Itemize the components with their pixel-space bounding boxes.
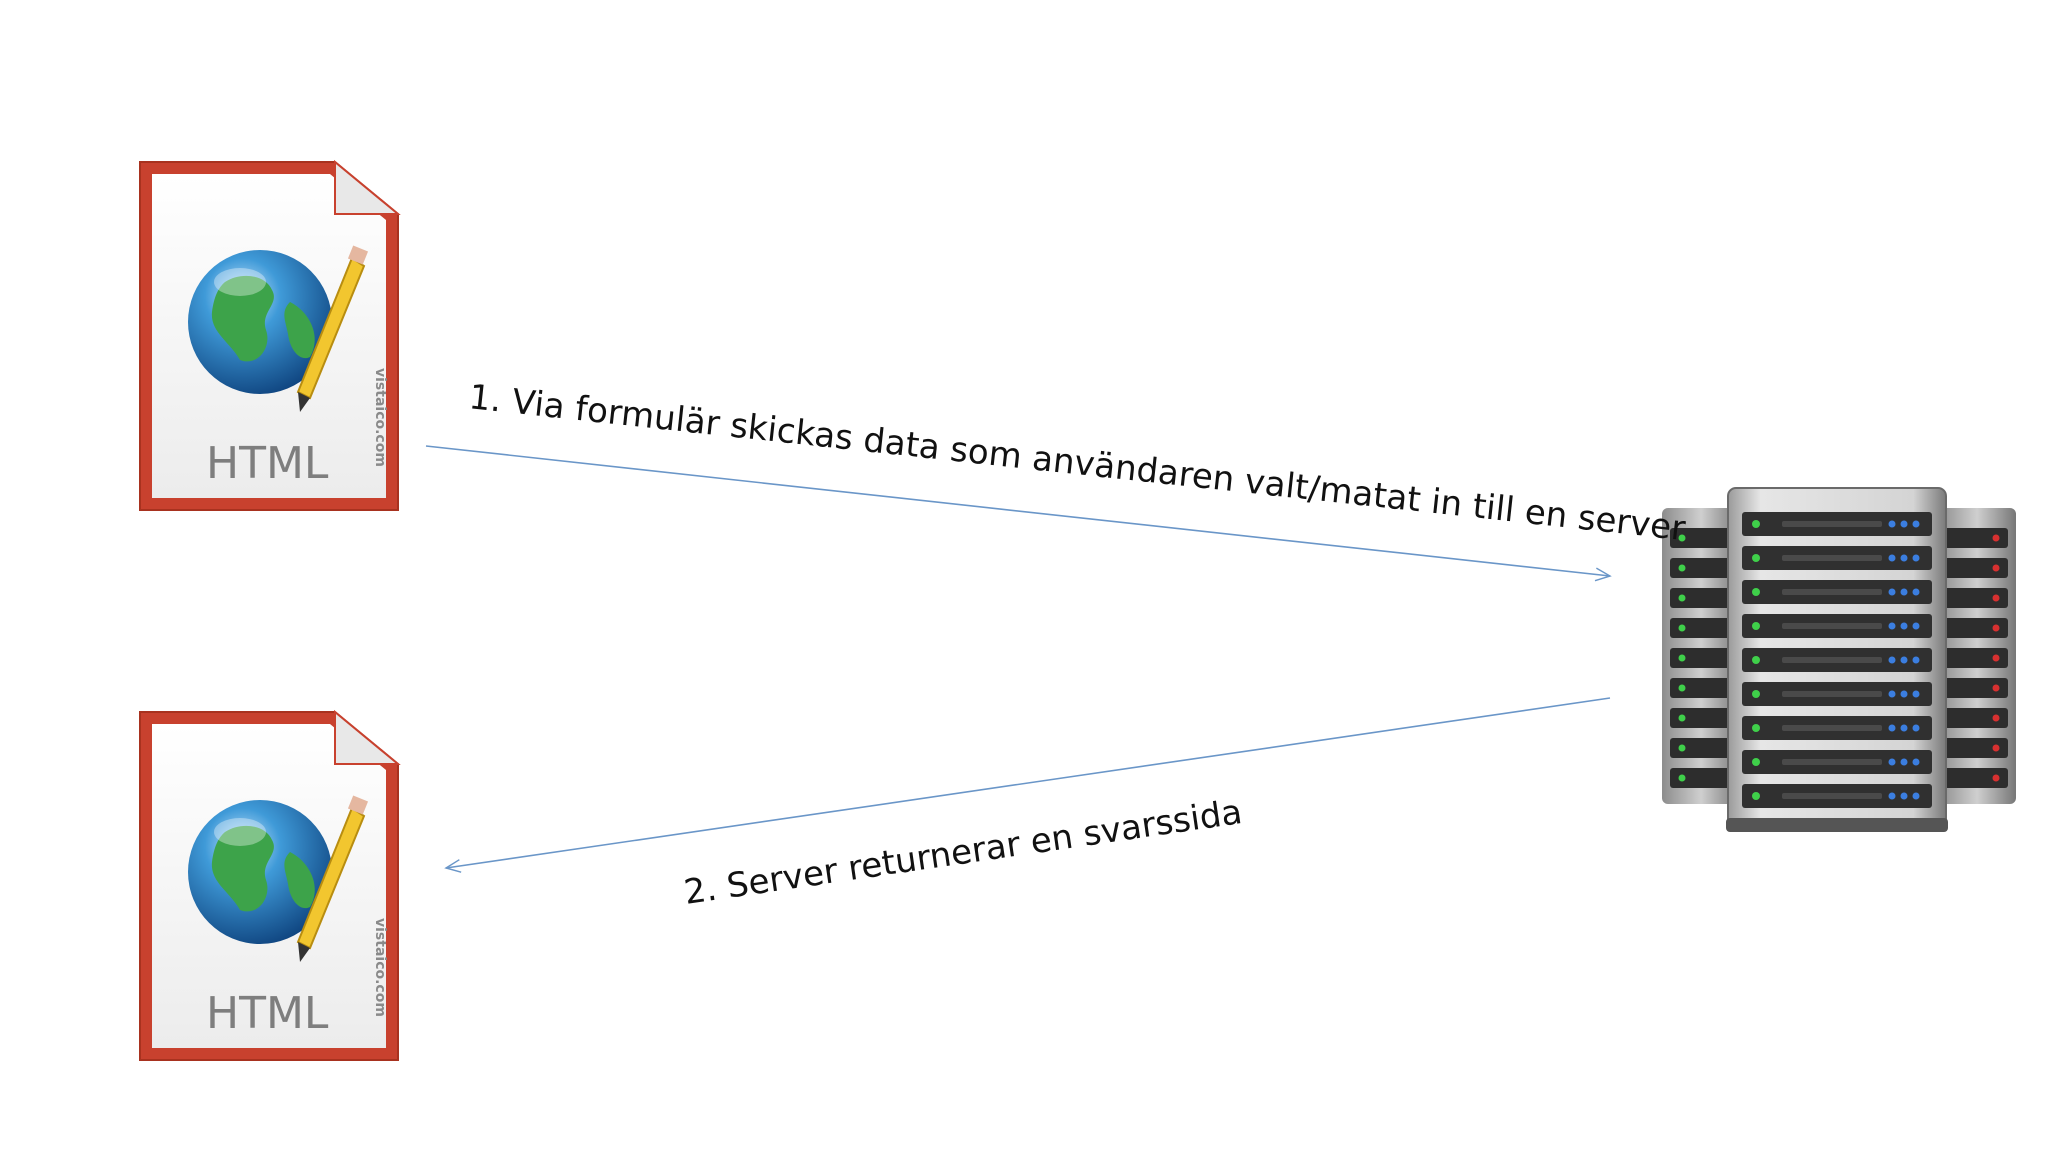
status-led bbox=[1992, 564, 2000, 572]
html-document-icon: HTML vistaico.com bbox=[139, 709, 401, 1061]
step-1-label: 1. Via formulär skickas data som använda… bbox=[467, 377, 1687, 549]
globe-icon bbox=[188, 800, 332, 944]
status-led bbox=[1752, 690, 1760, 698]
status-led bbox=[1678, 684, 1686, 692]
status-led bbox=[1678, 774, 1686, 782]
drive-bay bbox=[1782, 623, 1882, 629]
status-led bbox=[1900, 724, 1908, 732]
server-slot bbox=[1944, 528, 2008, 548]
server-slot bbox=[1944, 738, 2008, 758]
status-led bbox=[1992, 624, 2000, 632]
server-slot bbox=[1944, 618, 2008, 638]
status-led bbox=[1888, 622, 1896, 630]
status-led bbox=[1888, 758, 1896, 766]
status-led bbox=[1992, 534, 2000, 542]
status-led bbox=[1900, 622, 1908, 630]
server-slot bbox=[1670, 648, 1732, 668]
status-led bbox=[1888, 554, 1896, 562]
status-led bbox=[1888, 792, 1896, 800]
watermark-text: vistaico.com bbox=[372, 368, 388, 467]
status-led bbox=[1912, 758, 1920, 766]
status-led bbox=[1752, 656, 1760, 664]
step-2-label: 2. Server returnerar en svarssida bbox=[682, 792, 1245, 913]
pencil-icon bbox=[296, 795, 369, 962]
drive-bay bbox=[1782, 725, 1882, 731]
status-led bbox=[1912, 724, 1920, 732]
server-slot bbox=[1670, 678, 1732, 698]
status-led bbox=[1678, 534, 1686, 542]
server-slot bbox=[1670, 528, 1732, 548]
drive-bay bbox=[1782, 793, 1882, 799]
server-slot bbox=[1944, 648, 2008, 668]
status-led bbox=[1992, 714, 2000, 722]
status-led bbox=[1900, 690, 1908, 698]
request-arrow bbox=[425, 445, 1612, 582]
status-led bbox=[1678, 594, 1686, 602]
status-led bbox=[1912, 656, 1920, 664]
status-led bbox=[1992, 744, 2000, 752]
status-led bbox=[1678, 714, 1686, 722]
globe-icon bbox=[188, 250, 332, 394]
server-slot bbox=[1670, 738, 1732, 758]
drive-bay bbox=[1782, 691, 1882, 697]
status-led bbox=[1752, 554, 1760, 562]
status-led bbox=[1912, 622, 1920, 630]
server-front-slots bbox=[1742, 512, 1932, 808]
status-led bbox=[1912, 690, 1920, 698]
status-led bbox=[1678, 624, 1686, 632]
status-led bbox=[1900, 520, 1908, 528]
response-arrow bbox=[444, 697, 1611, 873]
status-led bbox=[1992, 654, 2000, 662]
server-slot bbox=[1944, 768, 2008, 788]
status-led bbox=[1888, 724, 1896, 732]
server-slot bbox=[1944, 588, 2008, 608]
status-led bbox=[1912, 554, 1920, 562]
drive-bay bbox=[1782, 759, 1882, 765]
status-led bbox=[1888, 588, 1896, 596]
status-led bbox=[1678, 744, 1686, 752]
server-slot bbox=[1944, 678, 2008, 698]
server-slot bbox=[1670, 618, 1732, 638]
status-led bbox=[1752, 520, 1760, 528]
drive-bay bbox=[1782, 657, 1882, 663]
status-led bbox=[1888, 656, 1896, 664]
status-led bbox=[1752, 588, 1760, 596]
pencil-icon bbox=[296, 245, 369, 412]
drive-bay bbox=[1782, 555, 1882, 561]
status-led bbox=[1888, 520, 1896, 528]
status-led bbox=[1900, 554, 1908, 562]
status-led bbox=[1912, 520, 1920, 528]
server-slot bbox=[1670, 708, 1732, 728]
drive-bay bbox=[1782, 589, 1882, 595]
watermark-text: vistaico.com bbox=[372, 918, 388, 1017]
server-slot bbox=[1670, 768, 1732, 788]
status-led bbox=[1992, 594, 2000, 602]
status-led bbox=[1900, 792, 1908, 800]
html-icon-label: HTML bbox=[206, 988, 329, 1039]
server-slot bbox=[1670, 588, 1732, 608]
status-led bbox=[1678, 654, 1686, 662]
html-document-icon: HTML vistaico.com bbox=[139, 159, 401, 511]
status-led bbox=[1992, 774, 2000, 782]
status-led bbox=[1888, 690, 1896, 698]
status-led bbox=[1900, 758, 1908, 766]
status-led bbox=[1912, 792, 1920, 800]
status-led bbox=[1992, 684, 2000, 692]
server-slot bbox=[1670, 558, 1732, 578]
status-led bbox=[1752, 622, 1760, 630]
status-led bbox=[1752, 792, 1760, 800]
drive-bay bbox=[1782, 521, 1882, 527]
server-slot bbox=[1944, 708, 2008, 728]
status-led bbox=[1912, 588, 1920, 596]
status-led bbox=[1678, 564, 1686, 572]
server-back-slots bbox=[1670, 528, 2008, 788]
status-led bbox=[1752, 758, 1760, 766]
html-icon-label: HTML bbox=[206, 438, 329, 489]
status-led bbox=[1900, 656, 1908, 664]
status-led bbox=[1752, 724, 1760, 732]
status-led bbox=[1900, 588, 1908, 596]
server-slot bbox=[1944, 558, 2008, 578]
server-rack-icon bbox=[1662, 487, 2016, 832]
